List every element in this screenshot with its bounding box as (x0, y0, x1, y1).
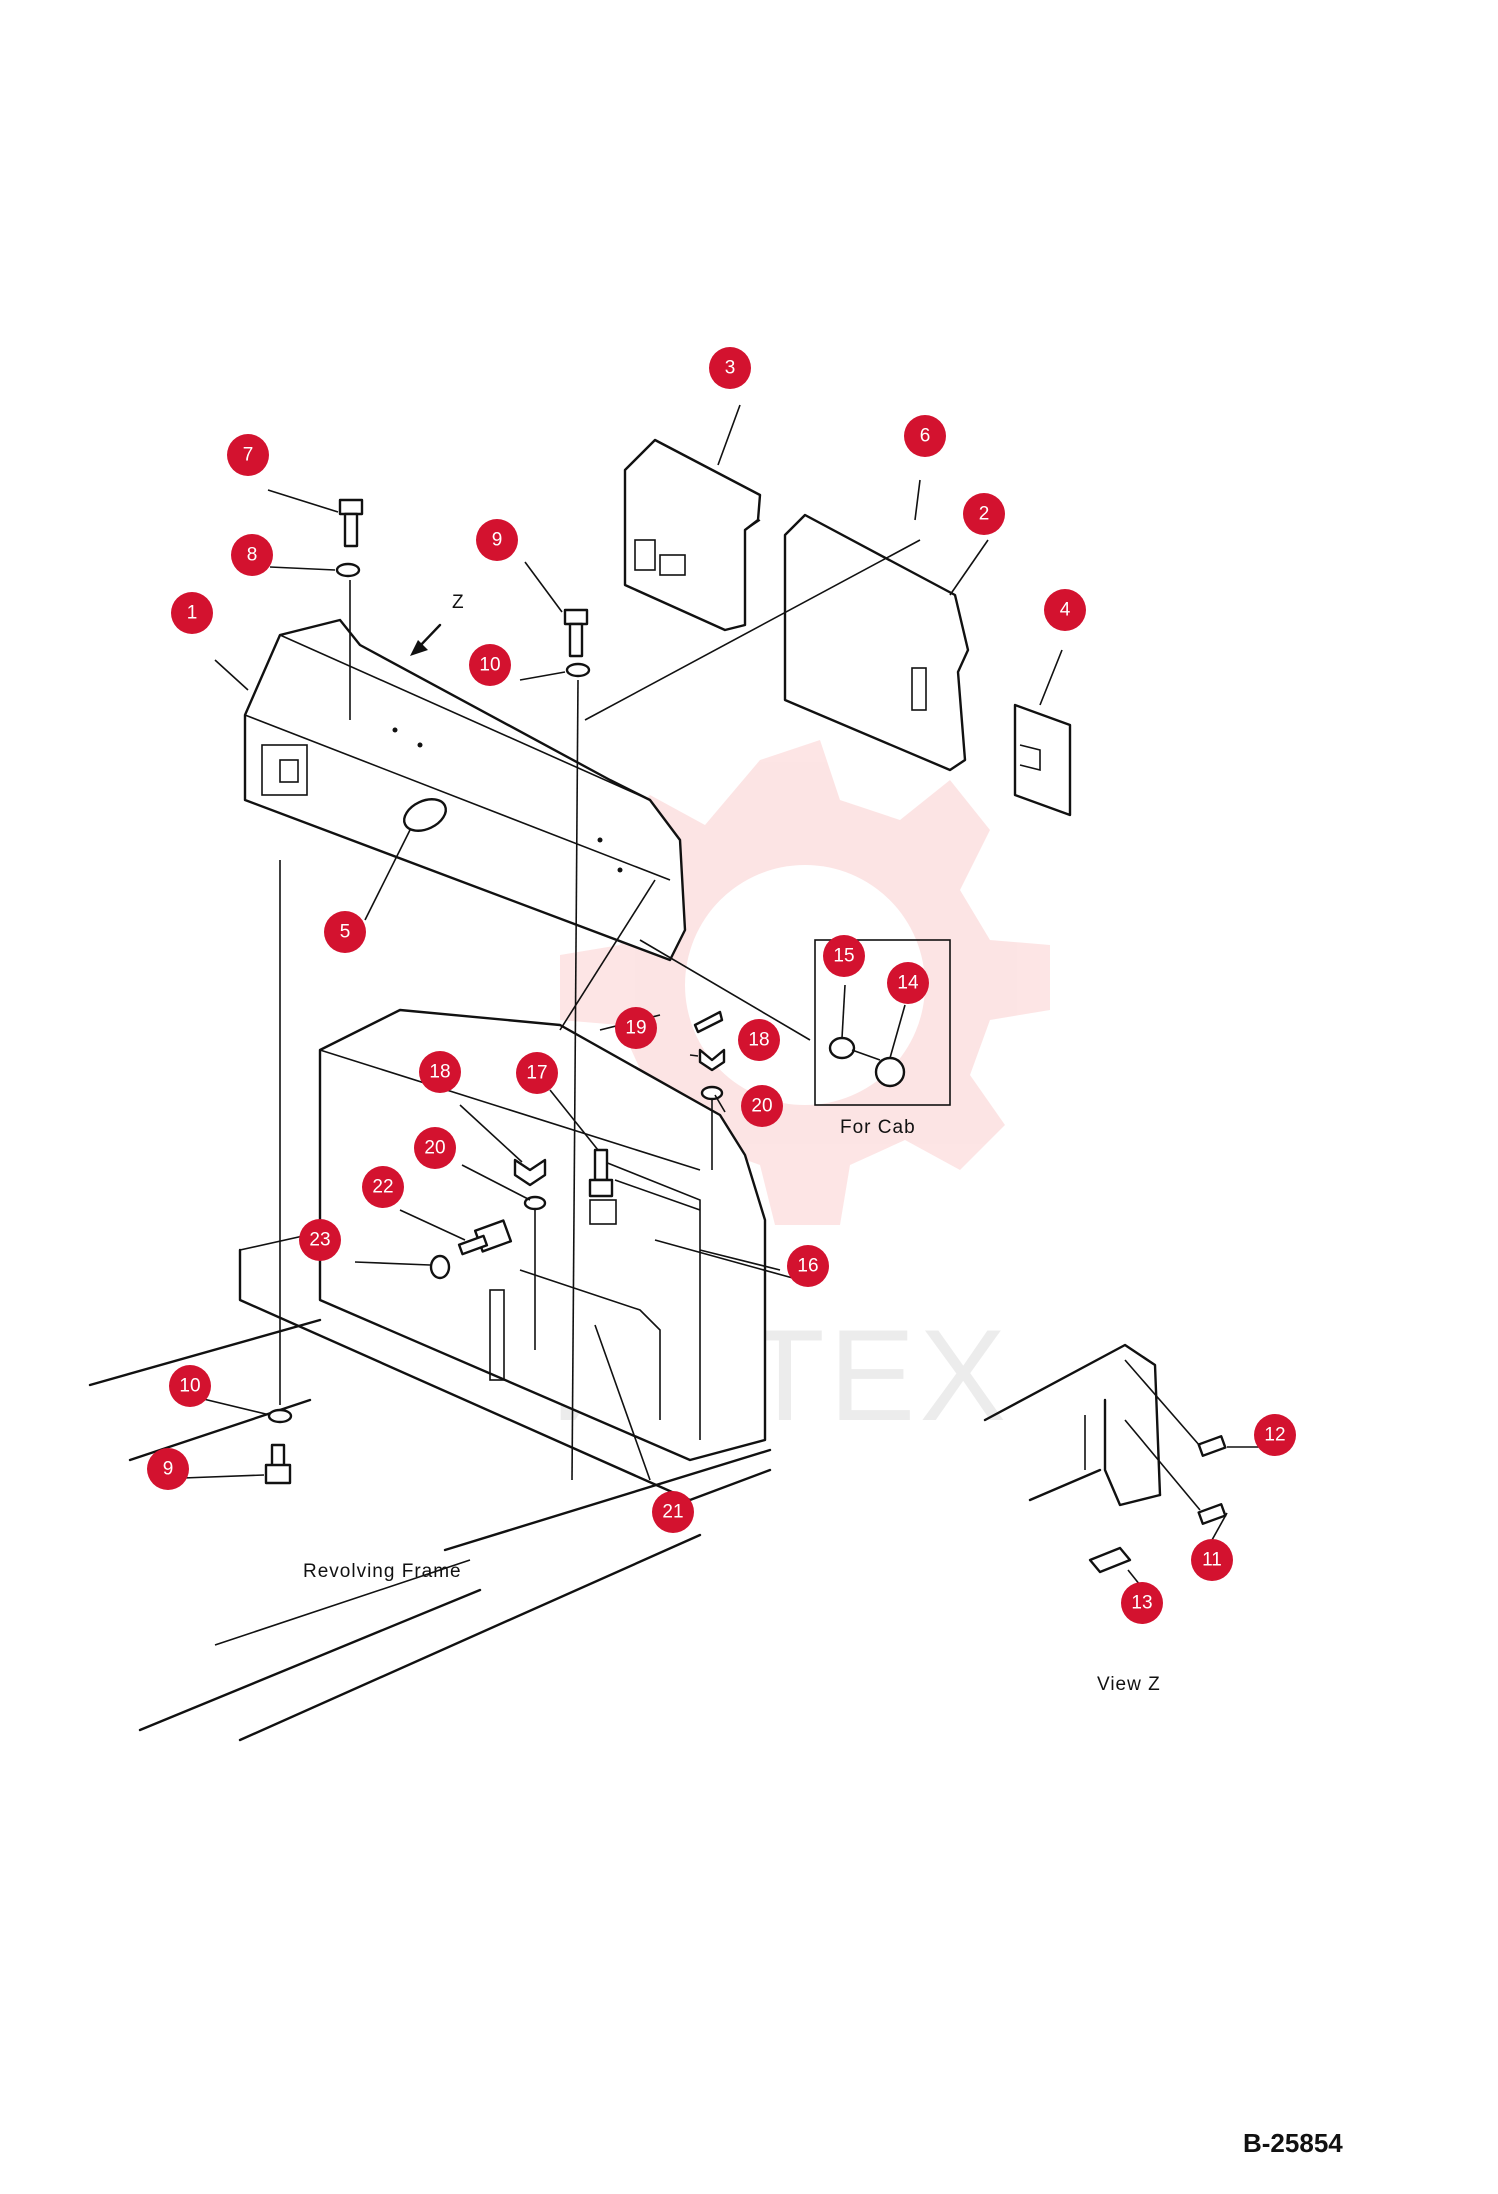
callout-17: 17 (516, 1052, 558, 1094)
callout-23: 23 (299, 1219, 341, 1261)
svg-text:15: 15 (833, 946, 854, 967)
callout-21: 21 (652, 1491, 694, 1533)
svg-text:1: 1 (187, 603, 198, 624)
callout-2: 2 (963, 493, 1005, 535)
stud-17 (588, 1148, 614, 1198)
svg-text:8: 8 (247, 545, 258, 566)
svg-text:20: 20 (424, 1138, 445, 1159)
svg-text:22: 22 (372, 1177, 393, 1198)
bolt-9-lower (264, 1443, 292, 1485)
svg-text:7: 7 (243, 445, 254, 466)
drawing-code: B-25854 (1243, 2128, 1343, 2158)
lower-cover-21 (318, 1008, 767, 1462)
wing-nut-18b (698, 1048, 726, 1072)
assembly-lines (279, 539, 1201, 1511)
svg-text:10: 10 (479, 655, 500, 676)
svg-text:9: 9 (163, 1459, 174, 1480)
upper-cover-1 (243, 618, 687, 962)
svg-text:17: 17 (526, 1063, 547, 1084)
svg-text:11: 11 (1202, 1550, 1222, 1571)
callout-7: 7 (227, 434, 269, 476)
wing-nut-18 (513, 1158, 547, 1187)
callout-14: 14 (887, 962, 929, 1004)
svg-text:3: 3 (725, 358, 736, 379)
callout-9-upper: 9 (476, 519, 518, 561)
callout-11: 11 (1191, 1539, 1233, 1581)
plate-4 (1013, 703, 1072, 817)
callout-18-left: 18 (419, 1051, 461, 1093)
callout-12: 12 (1254, 1414, 1296, 1456)
bolt-7 (338, 498, 364, 548)
for-cab-detail (814, 939, 951, 1106)
callout-1: 1 (171, 592, 213, 634)
callout-8: 8 (231, 534, 273, 576)
svg-text:23: 23 (309, 1230, 330, 1251)
svg-text:6: 6 (920, 426, 931, 447)
callout-4: 4 (1044, 589, 1086, 631)
svg-text:5: 5 (340, 922, 351, 943)
callout-3: 3 (709, 347, 751, 389)
callout-5: 5 (324, 911, 366, 953)
svg-text:9: 9 (492, 530, 503, 551)
callout-20-left: 20 (414, 1127, 456, 1169)
bolt-9-upper (563, 608, 589, 658)
view-z-detail (983, 1343, 1227, 1574)
svg-text:18: 18 (429, 1062, 450, 1083)
washer-10-lower (267, 1408, 293, 1424)
callout-6: 6 (904, 415, 946, 457)
view-z-label: View Z (1097, 1674, 1161, 1695)
callout-16: 16 (787, 1245, 829, 1287)
svg-text:19: 19 (625, 1018, 646, 1039)
callout-20-right: 20 (741, 1085, 783, 1127)
callout-19: 19 (615, 1007, 657, 1049)
bolt-22 (457, 1219, 513, 1256)
washer-23 (429, 1254, 451, 1280)
cover-plate-3 (623, 438, 762, 632)
washer-20b (700, 1085, 724, 1101)
washer-10-upper (565, 662, 591, 678)
svg-text:2: 2 (979, 504, 990, 525)
for-cab-label: For Cab (840, 1117, 916, 1138)
view-direction-label: Z (452, 592, 465, 613)
callout-13: 13 (1121, 1582, 1163, 1624)
svg-text:10: 10 (179, 1376, 200, 1397)
svg-text:16: 16 (797, 1256, 818, 1277)
washer-8 (335, 562, 361, 578)
svg-text:20: 20 (751, 1096, 772, 1117)
svg-text:21: 21 (662, 1502, 683, 1523)
nut-15 (828, 1036, 856, 1060)
svg-text:12: 12 (1264, 1425, 1285, 1446)
callout-9-lower: 9 (147, 1448, 189, 1490)
callout-18-right: 18 (738, 1019, 780, 1061)
view-direction-arrow-icon (410, 623, 442, 656)
pin-19 (693, 1010, 724, 1034)
callout-22: 22 (362, 1166, 404, 1208)
callout-10-lower: 10 (169, 1365, 211, 1407)
revolving-frame-label: Revolving Frame (303, 1561, 462, 1582)
svg-text:4: 4 (1060, 600, 1071, 621)
svg-text:13: 13 (1131, 1593, 1152, 1614)
knob-14 (874, 1056, 906, 1088)
svg-text:14: 14 (897, 973, 919, 994)
cover-plate-2 (783, 513, 970, 772)
callout-15: 15 (823, 935, 865, 977)
callout-10-upper: 10 (469, 644, 511, 686)
svg-text:18: 18 (748, 1030, 769, 1051)
